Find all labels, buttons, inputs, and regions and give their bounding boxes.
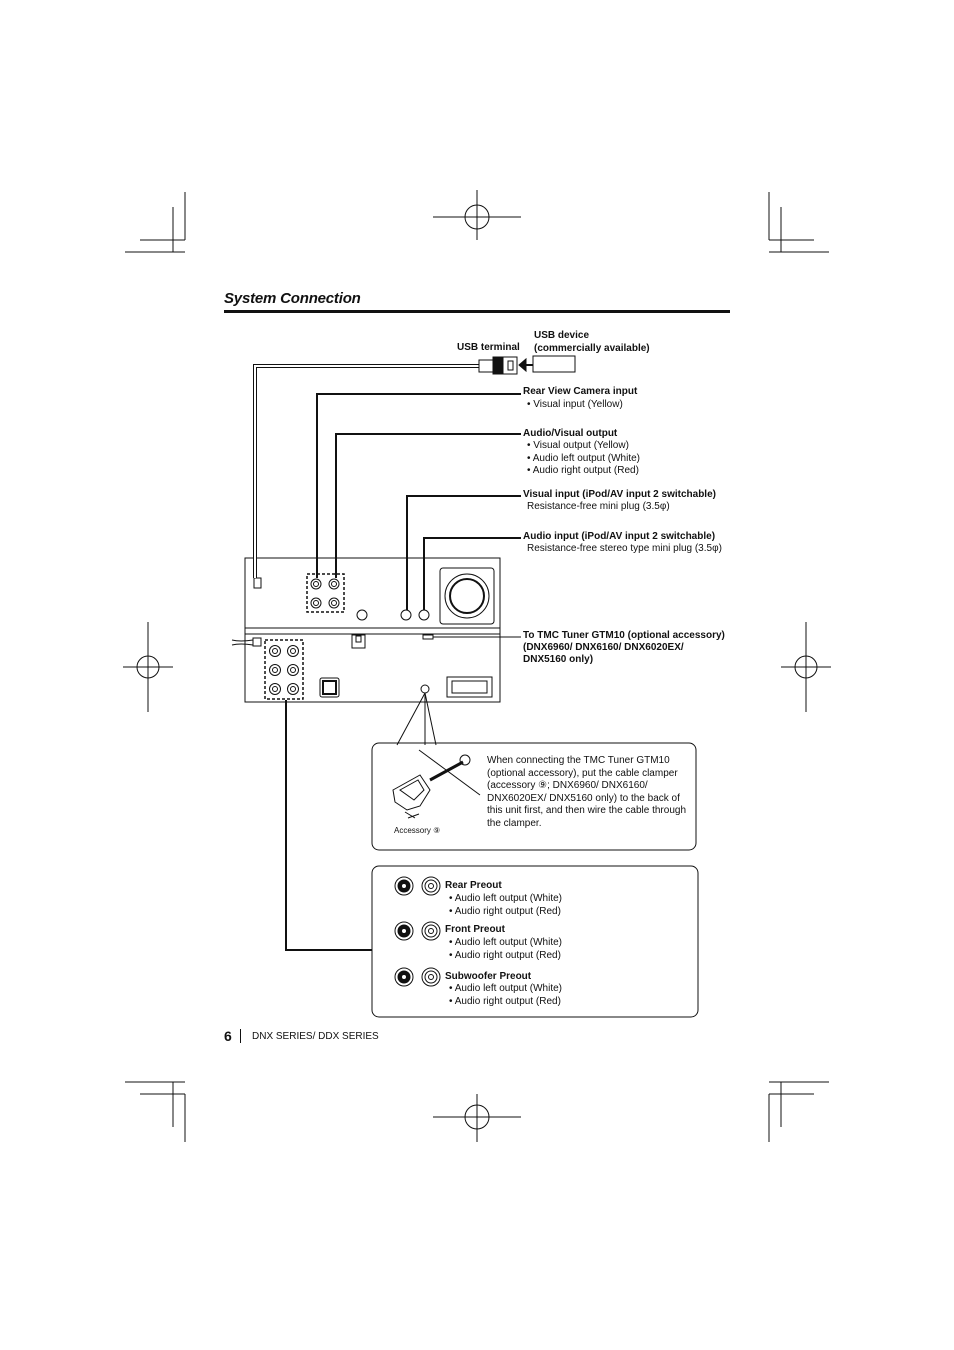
rear-camera-item: • Visual input (Yellow) bbox=[527, 399, 623, 410]
callout-pointer bbox=[396, 692, 437, 746]
front-preout-title: Front Preout bbox=[445, 924, 505, 935]
visual-input-title: Visual input (iPod/AV input 2 switchable… bbox=[523, 489, 716, 500]
clamper-illustration bbox=[392, 749, 481, 819]
series-label: DNX SERIES/ DDX SERIES bbox=[252, 1031, 379, 1042]
av-output-item: • Audio right output (Red) bbox=[527, 465, 639, 476]
tmc-label: To TMC Tuner GTM10 (optional accessory) bbox=[523, 630, 725, 641]
rear-camera-title: Rear View Camera input bbox=[523, 386, 638, 397]
registration-marks bbox=[123, 190, 831, 1142]
rear-preout-item: • Audio right output (Red) bbox=[449, 906, 561, 917]
audio-input-sub: Resistance-free stereo type mini plug (3… bbox=[527, 543, 722, 554]
clamper-note: When connecting the TMC Tuner GTM10 (opt… bbox=[487, 755, 687, 829]
page-title: System Connection bbox=[224, 290, 361, 307]
leader-lines bbox=[285, 393, 521, 951]
preout-jacks bbox=[394, 876, 441, 987]
subwoofer-preout-item: • Audio right output (Red) bbox=[449, 996, 561, 1007]
visual-input-sub: Resistance-free mini plug (3.5φ) bbox=[527, 501, 670, 512]
audio-input-title: Audio input (iPod/AV input 2 switchable) bbox=[523, 531, 716, 542]
tmc-label-models: (DNX6960/ DNX6160/ DNX6020EX/ bbox=[523, 642, 684, 653]
tmc-label-models-end: DNX5160 only) bbox=[523, 654, 594, 665]
av-output-title: Audio/Visual output bbox=[523, 428, 618, 439]
rear-preout-title: Rear Preout bbox=[445, 880, 502, 891]
front-preout-item: • Audio left output (White) bbox=[449, 937, 563, 948]
subwoofer-preout-title: Subwoofer Preout bbox=[445, 971, 532, 982]
rear-preout-item: • Audio left output (White) bbox=[449, 893, 563, 904]
usb-cable bbox=[253, 355, 576, 578]
crop-marks bbox=[125, 192, 829, 1142]
page-number: 6 bbox=[224, 1028, 232, 1044]
footer-separator bbox=[240, 1029, 241, 1043]
usb-terminal-label: USB terminal bbox=[457, 342, 520, 353]
usb-device-label: USB device bbox=[534, 330, 590, 341]
accessory-label: Accessory ⑨ bbox=[394, 826, 441, 835]
title-rule bbox=[224, 310, 730, 313]
av-output-item: • Audio left output (White) bbox=[527, 453, 641, 464]
front-preout-item: • Audio right output (Red) bbox=[449, 950, 561, 961]
preout-callout-box bbox=[371, 865, 699, 1018]
usb-device-sub-label: (commercially available) bbox=[534, 343, 650, 354]
unit-back-panel bbox=[231, 557, 501, 703]
subwoofer-preout-item: • Audio left output (White) bbox=[449, 983, 563, 994]
clamper-callout-box bbox=[371, 742, 697, 851]
av-output-item: • Visual output (Yellow) bbox=[527, 440, 629, 451]
